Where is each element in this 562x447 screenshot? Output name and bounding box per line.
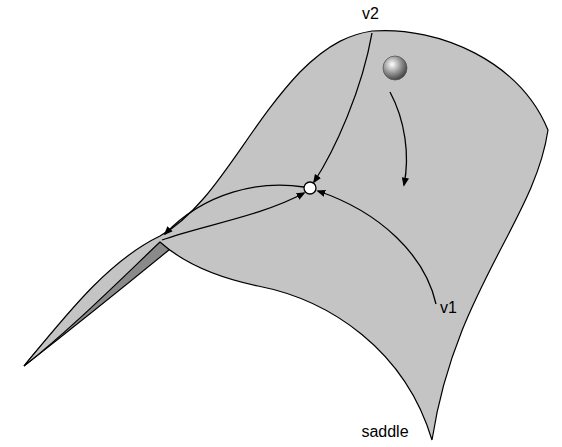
axis-label: v2 <box>362 6 379 22</box>
flow-line <box>318 191 436 304</box>
ball <box>383 56 407 80</box>
ball-arrow <box>390 92 406 185</box>
saddle-point <box>304 182 316 194</box>
caption: saddle <box>361 424 408 440</box>
flow-line <box>165 185 304 234</box>
surface-outline <box>24 31 548 440</box>
axis-label: v1 <box>440 300 457 316</box>
flow-line <box>314 33 372 182</box>
flow-line <box>162 193 304 240</box>
